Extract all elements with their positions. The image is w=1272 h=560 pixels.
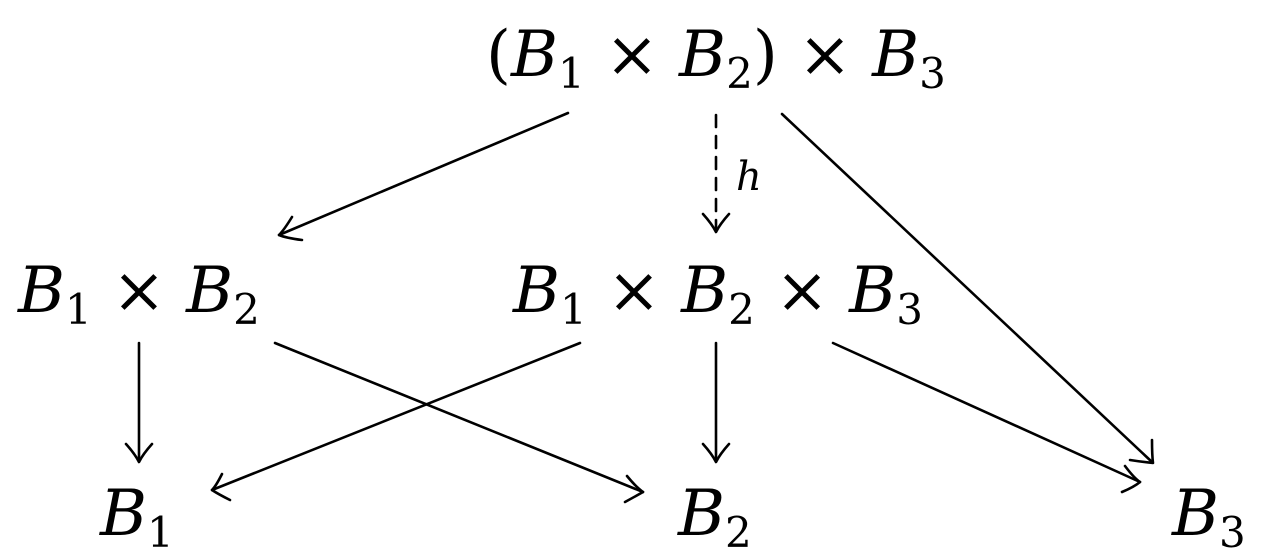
b2-letter: B bbox=[677, 477, 725, 551]
pair-b1-sub: 1 bbox=[65, 285, 92, 334]
triple-b2: B bbox=[680, 254, 728, 328]
pair-b2: B bbox=[185, 254, 233, 328]
triple-b3-sub: 3 bbox=[896, 285, 923, 334]
node-top-product: (B1 × B2) × B3 bbox=[486, 18, 946, 98]
arrow-pair-to-b2 bbox=[273, 341, 645, 504]
pair-times: × bbox=[92, 254, 186, 328]
top-b3-sub: 3 bbox=[919, 49, 946, 98]
b3-sub: 3 bbox=[1219, 508, 1246, 557]
triple-times-2: × bbox=[755, 254, 849, 328]
triple-times-1: × bbox=[587, 254, 681, 328]
top-b1: B bbox=[510, 18, 558, 92]
arrow-top-to-pair bbox=[277, 111, 570, 242]
top-b2-sub: 2 bbox=[726, 49, 753, 98]
top-b2: B bbox=[678, 18, 726, 92]
triple-b1: B bbox=[512, 254, 560, 328]
node-b1: B1 bbox=[99, 477, 174, 557]
triple-b1-sub: 1 bbox=[560, 285, 587, 334]
node-b2: B2 bbox=[677, 477, 752, 557]
node-triple-product: B1 × B2 × B3 bbox=[512, 254, 923, 334]
arrow-pair-to-b1 bbox=[124, 341, 154, 464]
top-times-2: × bbox=[778, 18, 872, 92]
pair-b1: B bbox=[17, 254, 65, 328]
triple-b2-sub: 2 bbox=[728, 285, 755, 334]
top-times-1: × bbox=[585, 18, 679, 92]
node-b3: B3 bbox=[1171, 477, 1246, 557]
arrow-triple-to-b3 bbox=[831, 341, 1142, 494]
b1-sub: 1 bbox=[147, 508, 174, 557]
arrow-top-to-b3 bbox=[780, 112, 1155, 465]
pair-b2-sub: 2 bbox=[233, 285, 260, 334]
open-paren: ( bbox=[486, 18, 511, 92]
top-b3: B bbox=[871, 18, 919, 92]
b2-sub: 2 bbox=[725, 508, 752, 557]
top-b1-sub: 1 bbox=[558, 49, 585, 98]
arrow-label-h: h bbox=[736, 154, 762, 200]
arrow-triple-to-b1 bbox=[210, 341, 582, 502]
arrow-triple-to-b2 bbox=[701, 341, 731, 464]
close-paren: ) bbox=[753, 18, 778, 92]
arrow-h-top-to-triple: h bbox=[701, 113, 762, 234]
node-pair-product: B1 × B2 bbox=[17, 254, 260, 334]
b1-letter: B bbox=[99, 477, 147, 551]
b3-letter: B bbox=[1171, 477, 1219, 551]
triple-b3: B bbox=[848, 254, 896, 328]
